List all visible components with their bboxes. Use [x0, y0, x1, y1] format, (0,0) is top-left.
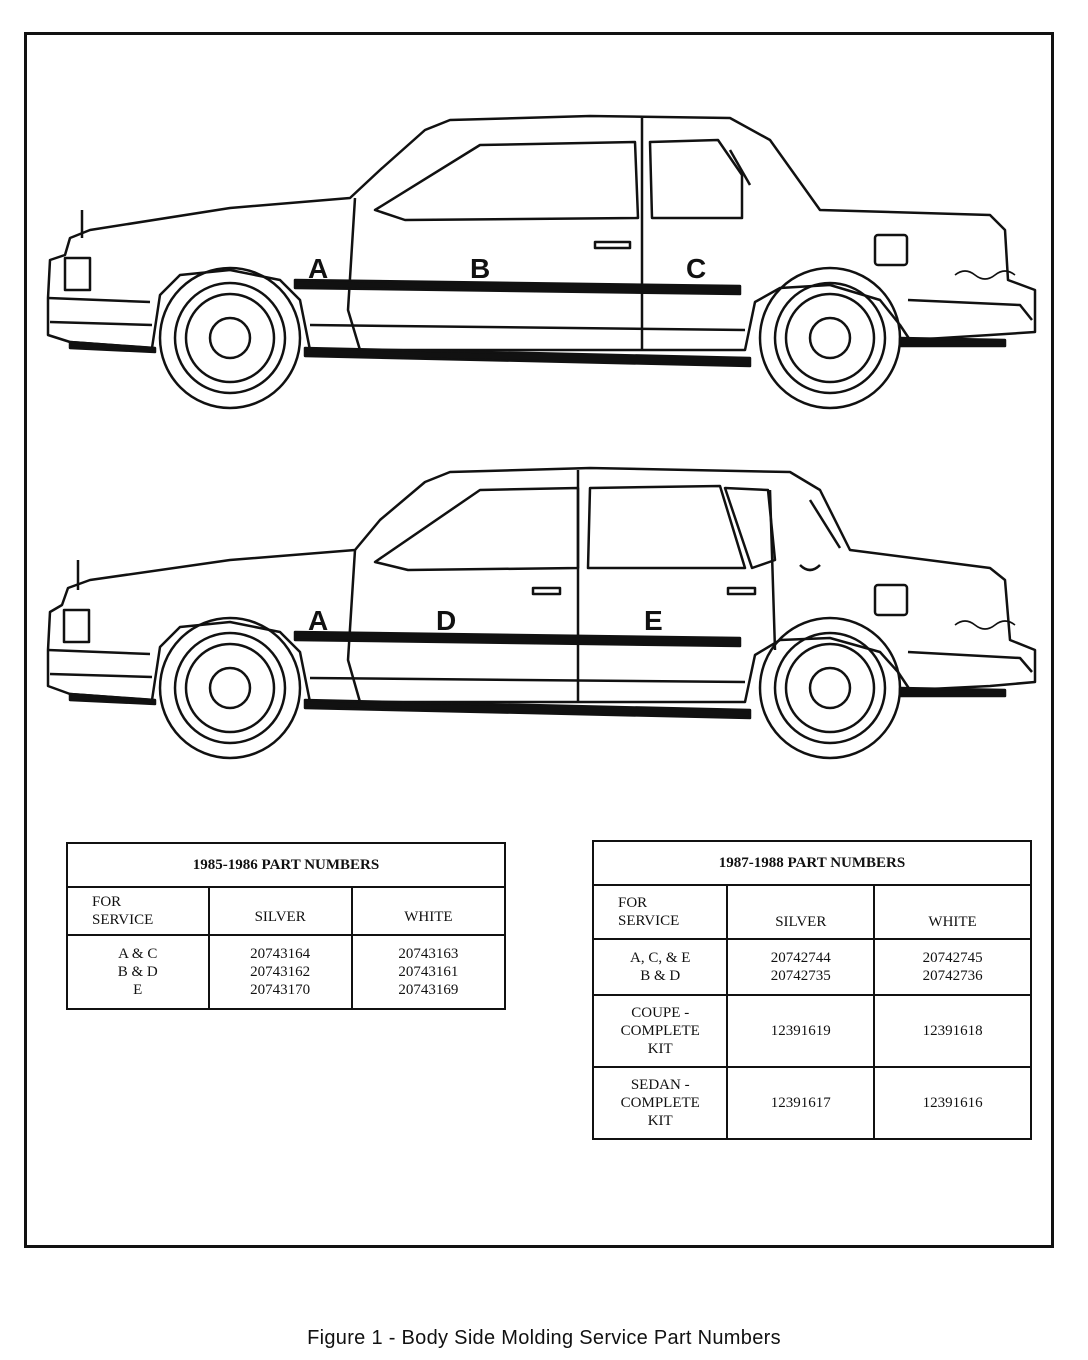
table-row: A & C B & D E 20743164 20743162 20743170…: [66, 934, 507, 1010]
figure-caption: Figure 1 - Body Side Molding Service Par…: [307, 1327, 781, 1349]
zone-label-e: E: [644, 605, 663, 636]
table-title: 1985-1986 PART NUMBERS: [66, 842, 506, 888]
silver-cell: 12391619: [726, 994, 876, 1068]
zone-label-a: A: [308, 605, 328, 636]
header-for-service: FOR SERVICE: [66, 886, 210, 936]
table-row: SEDAN - COMPLETE KIT 12391617 12391616: [591, 1066, 1032, 1140]
header-for-service: FOR SERVICE: [591, 884, 729, 940]
silver-cell: 20742744 20742735: [726, 938, 876, 996]
header-silver: SILVER: [207, 886, 353, 936]
sedan-illustration: A D E: [30, 460, 1050, 770]
silver-cell: 12391617: [726, 1066, 876, 1140]
parts-table-1987-1988: 1987-1988 PART NUMBERS FOR SERVICE SILVE…: [591, 840, 1032, 1140]
zone-label-b: B: [470, 253, 490, 284]
service-cell: SEDAN - COMPLETE KIT: [591, 1066, 729, 1140]
silver-cell: 20743164 20743162 20743170: [207, 934, 353, 1010]
coupe-illustration: A B C: [30, 110, 1050, 420]
white-cell: 20743163 20743161 20743169: [350, 934, 507, 1010]
service-cell: A & C B & D E: [66, 934, 210, 1010]
zone-label-a: A: [308, 253, 328, 284]
header-white: WHITE: [873, 884, 1032, 940]
service-cell: A, C, & E B & D: [591, 938, 729, 996]
white-cell: 12391616: [873, 1066, 1032, 1140]
table-row: A, C, & E B & D 20742744 20742735 207427…: [591, 938, 1032, 996]
table-row: COUPE - COMPLETE KIT 12391619 12391618: [591, 994, 1032, 1068]
header-white: WHITE: [350, 886, 507, 936]
parts-table-1985-1986: 1985-1986 PART NUMBERS FOR SERVICE SILVE…: [66, 842, 507, 1010]
white-cell: 12391618: [873, 994, 1032, 1068]
service-cell: COUPE - COMPLETE KIT: [591, 994, 729, 1068]
white-cell: 20742745 20742736: [873, 938, 1032, 996]
figure-frame: [24, 32, 1054, 1248]
zone-label-c: C: [686, 253, 706, 284]
zone-label-d: D: [436, 605, 456, 636]
table-title: 1987-1988 PART NUMBERS: [592, 840, 1032, 886]
header-silver: SILVER: [726, 884, 876, 940]
